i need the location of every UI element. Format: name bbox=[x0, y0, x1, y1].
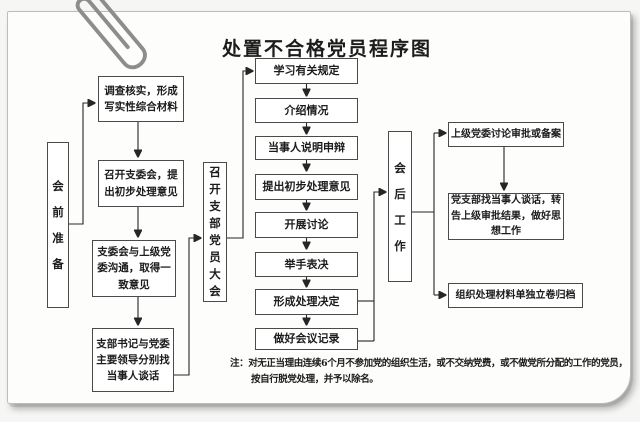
step-upper-committee-approval: 上级党委讨论审批或备案 bbox=[448, 122, 564, 147]
step-meeting-minutes: 做好会议记录 bbox=[255, 328, 358, 350]
footnote: 注：对无正当理由连续6个月不参加党的组织生活，或不交纳党费，或不做党所分配的工作… bbox=[230, 356, 632, 388]
step-preliminary-opinion: 提出初步处理意见 bbox=[255, 174, 358, 200]
step-inform-result-talk: 党支部找当事人谈话，转告上级审批结果，做好思想工作 bbox=[448, 193, 564, 240]
step-discussion: 开展讨论 bbox=[255, 212, 358, 238]
footnote-line-1: 注：对无正当理由连续6个月不参加党的组织生活，或不交纳党费，或不做党所分配的工作… bbox=[230, 358, 628, 369]
step-communicate-upper-committee: 支委会与上级党委沟通，取得一致意见 bbox=[92, 240, 176, 297]
step-party-statement: 当事人说明申辩 bbox=[255, 136, 358, 160]
step-study-rules: 学习有关规定 bbox=[255, 58, 358, 84]
page-title: 处置不合格党员程序图 bbox=[221, 38, 432, 60]
stage-label-post-meeting: 会后工作 bbox=[388, 131, 412, 282]
step-introduce-situation: 介绍情况 bbox=[255, 98, 358, 123]
step-branch-committee-meeting: 召开支委会，提出初步处理意见 bbox=[98, 160, 184, 207]
stage-label-branch-meeting: 召开支部党员大会 bbox=[203, 162, 227, 302]
step-investigate-verify: 调查核实，形成写实性综合材料 bbox=[98, 76, 184, 122]
stage-label-pre-meeting: 会前准备 bbox=[47, 142, 69, 308]
step-form-decision: 形成处理决定 bbox=[255, 289, 358, 315]
footnote-line-2: 按自行脱党处理，并予以除名。 bbox=[251, 374, 379, 385]
step-secretary-talk: 支部书记与党委主要领导分别找当事人谈话 bbox=[92, 328, 174, 392]
step-vote-by-hand: 举手表决 bbox=[255, 252, 358, 277]
step-archive-materials: 组织处理材料单独立卷归档 bbox=[448, 283, 583, 308]
